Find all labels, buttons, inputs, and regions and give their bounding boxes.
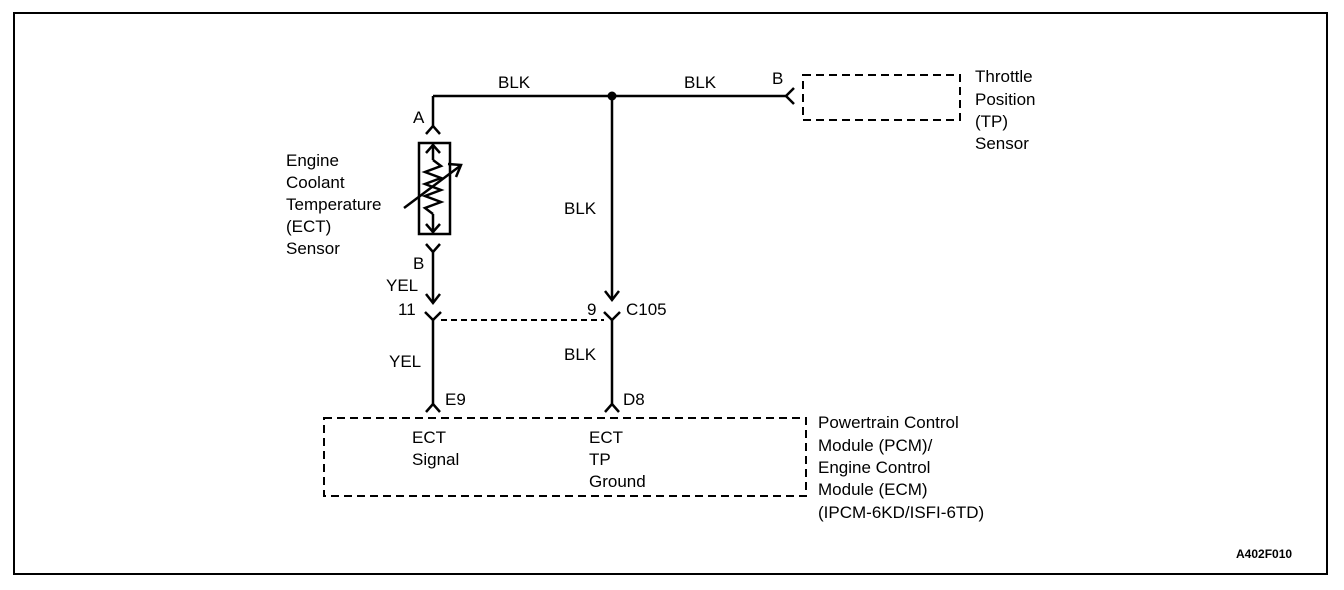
- wire-label-middle: BLK: [564, 199, 597, 218]
- tp-sensor-label: Throttle Position (TP) Sensor: [975, 67, 1035, 153]
- arrow-left-c105: [425, 293, 441, 306]
- svg-text:Coolant: Coolant: [286, 173, 345, 192]
- diagram-frame: [13, 12, 1328, 575]
- svg-text:TP: TP: [589, 450, 611, 469]
- pin-c105-right: 9: [587, 300, 596, 319]
- svg-text:Module (PCM)/: Module (PCM)/: [818, 436, 933, 455]
- pin-pcm-d8: D8: [623, 390, 645, 409]
- arrow-right-c105: [604, 290, 620, 303]
- svg-text:Ground: Ground: [589, 472, 646, 491]
- c105-left-terminal: [424, 311, 442, 322]
- ect-sensor-symbol: [403, 141, 463, 236]
- wire-label-top-left: BLK: [498, 73, 531, 92]
- splice-dot: [607, 91, 617, 101]
- figure-id: A402F010: [1236, 547, 1292, 561]
- svg-text:Powertrain Control: Powertrain Control: [818, 413, 959, 432]
- pcm-ground-label: ECT TP Ground: [589, 428, 646, 491]
- ect-sensor-label: Engine Coolant Temperature (ECT) Sensor: [286, 151, 381, 258]
- svg-text:(IPCM-6KD/ISFI-6TD): (IPCM-6KD/ISFI-6TD): [818, 503, 984, 522]
- pcm-box: [323, 417, 807, 497]
- connector-c105-label: C105: [626, 300, 667, 319]
- svg-text:Position: Position: [975, 90, 1035, 109]
- svg-text:ECT: ECT: [412, 428, 446, 447]
- wires: [431, 94, 786, 404]
- pcm-signal-label: ECT Signal: [412, 428, 459, 469]
- tp-terminal: [784, 87, 795, 105]
- svg-text:Throttle: Throttle: [975, 67, 1033, 86]
- svg-text:Temperature: Temperature: [286, 195, 381, 214]
- pin-ect-b: B: [413, 254, 424, 273]
- pcm-module-label: Powertrain Control Module (PCM)/ Engine …: [818, 413, 984, 522]
- pcm-terminal-d8: [604, 402, 620, 413]
- svg-text:Module (ECM): Module (ECM): [818, 480, 928, 499]
- ect-terminal-a: [425, 124, 441, 135]
- ect-terminal-b: [425, 243, 441, 254]
- svg-text:Engine: Engine: [286, 151, 339, 170]
- svg-text:(TP): (TP): [975, 112, 1008, 131]
- pin-c105-left: 11: [398, 300, 416, 319]
- svg-text:ECT: ECT: [589, 428, 623, 447]
- svg-text:Engine Control: Engine Control: [818, 458, 930, 477]
- tp-sensor-box: [802, 74, 961, 121]
- wire-label-top-right: BLK: [684, 73, 717, 92]
- svg-text:Sensor: Sensor: [975, 134, 1029, 153]
- svg-text:Signal: Signal: [412, 450, 459, 469]
- pin-pcm-e9: E9: [445, 390, 466, 409]
- svg-text:(ECT): (ECT): [286, 217, 331, 236]
- wire-label-right-lower: BLK: [564, 345, 597, 364]
- wire-label-left-lower: YEL: [389, 352, 421, 371]
- pin-tp-b: B: [772, 69, 783, 88]
- c105-right-terminal: [603, 311, 621, 322]
- pin-ect-a: A: [413, 108, 425, 127]
- pcm-terminal-e9: [425, 402, 441, 413]
- svg-text:Sensor: Sensor: [286, 239, 340, 258]
- wire-label-left-upper: YEL: [386, 276, 418, 295]
